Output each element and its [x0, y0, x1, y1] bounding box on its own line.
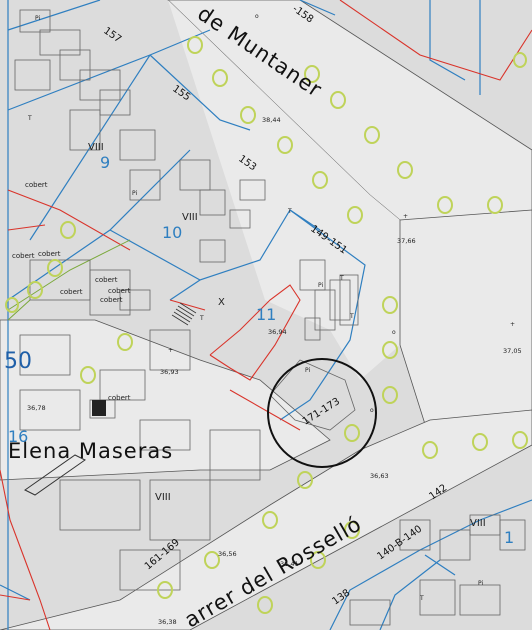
- trees: [5, 36, 528, 614]
- block-number-9: 9: [100, 153, 110, 172]
- label-t: T: [339, 275, 344, 282]
- label-cobert: cobert: [25, 181, 48, 189]
- elevation-36-56: 36,56: [218, 550, 237, 558]
- label-cobert: cobert: [108, 394, 131, 402]
- label-plus: +: [168, 347, 173, 354]
- label-t: T: [199, 315, 204, 322]
- block-number-11: 11: [256, 305, 276, 324]
- label-t: T: [349, 313, 354, 320]
- block-number-50: 50: [4, 349, 32, 374]
- dark-square-marker: [92, 400, 106, 416]
- label-cobert: cobert: [108, 287, 131, 295]
- elevation-36-93: 36,93: [160, 368, 179, 376]
- street-elena-area: [0, 319, 331, 481]
- label-t: T: [287, 208, 292, 215]
- elevation-36-94: 36,94: [268, 328, 287, 336]
- label-o: o: [392, 329, 396, 336]
- elevation-36-38: 36,38: [158, 618, 177, 626]
- floor-code-viii-a: VIII: [88, 142, 104, 153]
- label-cobert: cobert: [60, 288, 83, 296]
- green-lines: [7, 239, 131, 321]
- elevation-36-63: 36,63: [370, 472, 389, 480]
- elevation-37-66: 37,66: [397, 237, 416, 245]
- label-cobert: cobert: [100, 296, 123, 304]
- label-cobert: cobert: [12, 252, 35, 260]
- elevation-38-44: 38,44: [262, 116, 281, 124]
- label-pi: Pi: [35, 15, 40, 22]
- street-name-elena-maseras: Elena Maseras: [8, 439, 173, 463]
- label-plus: +: [403, 213, 408, 220]
- label-plus: +: [510, 321, 515, 328]
- stairs-hatch: [171, 302, 197, 326]
- highlight-circle[interactable]: [267, 358, 377, 468]
- elevation-36-41: 36,41: [280, 560, 299, 568]
- street-rossello-area: [0, 409, 532, 630]
- block-number-1: 1: [504, 528, 514, 547]
- floor-code-viii-d: VIII: [470, 518, 486, 529]
- label-pi: Pi: [132, 190, 137, 197]
- label-pi: Pi: [305, 367, 310, 374]
- label-cobert: cobert: [95, 276, 118, 284]
- label-t: T: [27, 115, 32, 122]
- label-t: T: [419, 595, 424, 602]
- floor-code-viii-b: VIII: [182, 212, 198, 223]
- label-pi: Pi: [478, 580, 483, 587]
- elevation-37-05: 37,05: [503, 347, 522, 355]
- floor-code-viii-c: VIII: [155, 492, 171, 503]
- building-outlines: [14, 9, 526, 626]
- block-number-10: 10: [162, 223, 182, 242]
- label-cobert: cobert: [38, 250, 61, 258]
- floor-code-x: X: [218, 297, 225, 308]
- label-o: o: [255, 13, 259, 20]
- block-number-16: 16: [8, 427, 28, 446]
- elevation-36-78: 36,78: [27, 404, 46, 412]
- covered-structure: [24, 400, 106, 496]
- label-pi: Pi: [318, 282, 323, 289]
- label-o: o: [370, 407, 374, 414]
